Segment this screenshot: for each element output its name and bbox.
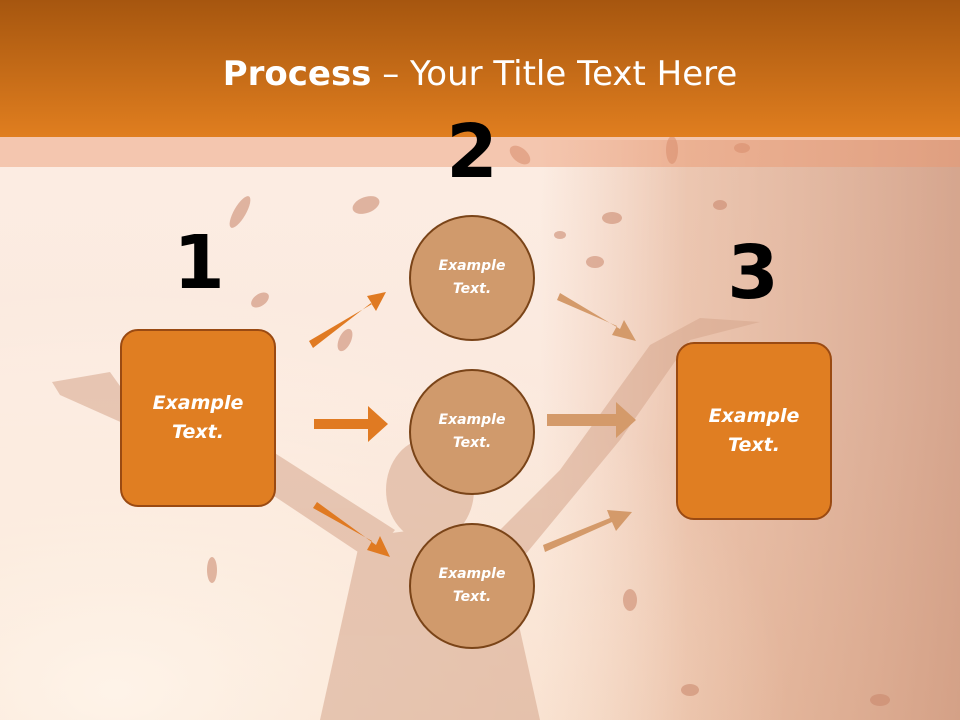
arrow-to-bottom-circle [313,502,390,557]
circle-bottom-text: Example Text. [438,566,506,605]
step-1-box[interactable]: Example Text. [120,329,276,507]
arrow-middle-circle-to-box [547,402,636,438]
title-header [0,0,960,137]
circle-top-text: Example Text. [438,258,506,297]
slide-title[interactable]: Process – Your Title Text Here [0,52,960,96]
circle-middle-text: Example Text. [438,412,506,451]
circle-top[interactable]: Example Text. [409,215,535,341]
step-1-text: Example Text. [152,392,244,443]
title-rest: – Your Title Text Here [371,54,738,94]
arrow-to-middle-circle [314,406,388,442]
arrow-to-top-circle [309,292,386,348]
circle-middle[interactable]: Example Text. [409,369,535,495]
title-bold: Process [222,54,372,94]
step-number-2: 2 [446,109,498,195]
step-number-3: 3 [727,230,779,316]
step-number-1: 1 [173,220,225,306]
header-band [0,137,960,167]
arrow-bottom-circle-to-box [543,510,632,552]
arrow-top-circle-to-box [557,293,636,341]
step-3-box[interactable]: Example Text. [676,342,832,520]
step-3-text: Example Text. [708,405,800,456]
circle-bottom[interactable]: Example Text. [409,523,535,649]
